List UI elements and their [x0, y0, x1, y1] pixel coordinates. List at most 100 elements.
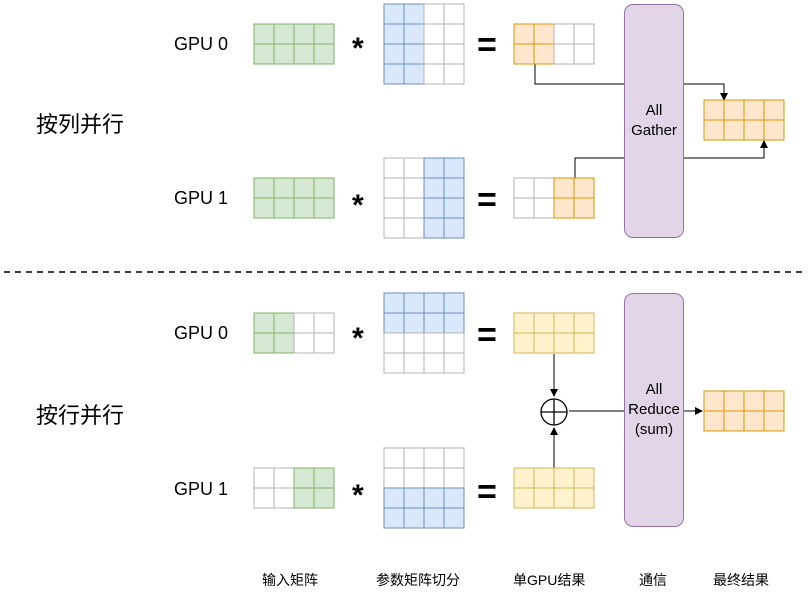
top-final-result-matrix-cell: [763, 99, 785, 121]
top-final-result-matrix-cell: [743, 119, 765, 141]
top-gpu0-result-matrix-cell: [513, 43, 535, 65]
top-gpu1-result-matrix-cell: [533, 177, 555, 199]
bottom-gpu0-input-matrix-cell: [293, 332, 315, 354]
footer-communication: 通信: [639, 572, 667, 588]
bottom-gpu0-label: GPU 0: [174, 323, 229, 343]
bottom-gpu1-param-matrix-cell: [403, 467, 425, 489]
bottom-gpu0-param-matrix-cell: [403, 292, 425, 314]
bottom-gpu0-param-matrix-cell: [383, 332, 405, 354]
bottom-final-result-matrix-cell: [723, 410, 745, 432]
bottom-final-result-matrix: [703, 390, 785, 432]
top-gpu0-input-matrix-cell: [293, 43, 315, 65]
top-gpu1-input-matrix-cell: [273, 177, 295, 199]
bottom-gpu0-input-matrix-cell: [253, 332, 275, 354]
bottom-gpu1-param-matrix-cell: [423, 487, 445, 509]
section-label-row-parallel: 按行并行: [36, 403, 125, 428]
bottom-gpu1-param-matrix-cell: [383, 487, 405, 509]
bottom-gpu1-param-matrix-cell: [403, 507, 425, 529]
bottom-gpu0-param-matrix-cell: [443, 312, 465, 334]
bottom-gpu1-multiply: *: [352, 479, 364, 512]
bottom-gpu0-param-matrix-cell: [423, 352, 445, 374]
top-gpu1-result-matrix-cell: [553, 177, 575, 199]
top-gpu0-param-matrix-cell: [403, 23, 425, 45]
top-gpu1-param-matrix-cell: [403, 177, 425, 199]
bottom-gpu1-param-matrix-cell: [423, 467, 445, 489]
bottom-gpu1-equals: =: [477, 473, 497, 511]
bottom-gpu1-result-matrix-cell: [573, 487, 595, 509]
top-gpu1-param-matrix-cell: [403, 217, 425, 239]
top-gpu0-param-matrix-cell: [423, 43, 445, 65]
top-gpu1-param-matrix-cell: [443, 197, 465, 219]
top-gpu0-param-matrix-cell: [423, 3, 445, 25]
bottom-gpu0-equals: =: [477, 316, 497, 354]
top-gpu1-input-matrix-cell: [253, 197, 275, 219]
bottom-gpu1-input-matrix-cell: [313, 467, 335, 489]
all-gather-line1: All: [645, 102, 663, 119]
top-gpu0-result-matrix-cell: [553, 43, 575, 65]
top-gpu0-result-matrix-cell: [533, 23, 555, 45]
bottom-gpu1-input-matrix-cell: [253, 487, 275, 509]
bottom-gpu0-result-matrix-cell: [573, 312, 595, 334]
bottom-gpu0-input-matrix-cell: [313, 332, 335, 354]
bottom-gpu0-param-matrix-cell: [383, 352, 405, 374]
bottom-final-result-matrix-cell: [763, 410, 785, 432]
top-gpu1-result-matrix-cell: [513, 177, 535, 199]
top-gpu1-param-matrix-cell: [423, 177, 445, 199]
top-gpu0-input-matrix-cell: [273, 43, 295, 65]
top-gpu0-param-matrix-cell: [443, 3, 465, 25]
bottom-gpu1-param-matrix-cell: [383, 447, 405, 469]
bottom-gpu1-result-matrix-cell: [533, 467, 555, 489]
bottom-gpu0-result-matrix-cell: [533, 332, 555, 354]
bottom-gpu0-result-matrix-cell: [573, 332, 595, 354]
bottom-gpu1-param-matrix-cell: [383, 467, 405, 489]
bottom-gpu1-param-matrix-cell: [443, 487, 465, 509]
section-label-column-parallel: 按列并行: [36, 112, 125, 137]
bottom-gpu0-param-matrix: [383, 292, 465, 374]
top-gpu1-param-matrix: [383, 157, 465, 239]
top-gpu0-multiply: *: [352, 32, 364, 65]
bottom-gpu1-param-matrix-cell: [423, 447, 445, 469]
bottom-gpu0-param-matrix-cell: [443, 292, 465, 314]
top-gpu1-input-matrix-cell: [273, 197, 295, 219]
top-gpu1-param-matrix-cell: [403, 197, 425, 219]
bottom-final-result-matrix-cell: [763, 390, 785, 412]
bottom-final-result-matrix-cell: [703, 390, 725, 412]
top-gpu0-param-matrix-cell: [403, 3, 425, 25]
top-gpu0-param-matrix-cell: [423, 63, 445, 85]
bottom-gpu0-result-matrix-cell: [513, 332, 535, 354]
top-gpu0-result-matrix-cell: [573, 23, 595, 45]
bottom-gpu0-param-matrix-cell: [383, 292, 405, 314]
top-gpu0-input-matrix-cell: [253, 23, 275, 45]
bottom-gpu1-result-matrix-cell: [573, 467, 595, 489]
bottom-gpu0-param-matrix-cell: [443, 352, 465, 374]
top-final-result-matrix-cell: [763, 119, 785, 141]
top-gpu0-label: GPU 0: [174, 34, 229, 54]
bottom-gpu0-param-matrix-cell: [423, 332, 445, 354]
bottom-gpu0-input-matrix: [253, 312, 335, 354]
top-gpu0-param-matrix-cell: [443, 23, 465, 45]
bottom-gpu0-result-matrix-cell: [553, 312, 575, 334]
top-gpu1-param-matrix-cell: [443, 177, 465, 199]
bottom-gpu1-label: GPU 1: [174, 479, 229, 499]
bottom-gpu1-param-matrix-cell: [443, 507, 465, 529]
top-gpu0-param-matrix-cell: [423, 23, 445, 45]
bottom-gpu0-input-matrix-cell: [293, 312, 315, 334]
top-gpu0-result-matrix-cell: [533, 43, 555, 65]
top-gpu0-param-matrix-cell: [383, 3, 405, 25]
top-gpu1-input-matrix-cell: [293, 177, 315, 199]
bottom-gpu0-param-matrix-cell: [423, 312, 445, 334]
bottom-gpu0-input-matrix-cell: [313, 312, 335, 334]
top-gpu1-input-matrix: [253, 177, 335, 219]
bottom-gpu1-result-matrix-cell: [513, 487, 535, 509]
top-gpu0-input-matrix-cell: [293, 23, 315, 45]
top-gpu0-input-matrix-cell: [253, 43, 275, 65]
top-final-result-matrix-cell: [723, 119, 745, 141]
footer-final-result: 最终结果: [713, 572, 769, 588]
top-gpu0-result-matrix: [513, 23, 595, 65]
bottom-gpu1-input-matrix-cell: [313, 487, 335, 509]
bottom-gpu0-multiply: *: [352, 322, 364, 355]
bottom-gpu0-result-matrix-cell: [553, 332, 575, 354]
bottom-gpu1-param-matrix-cell: [443, 447, 465, 469]
bottom-gpu1-result-matrix: [513, 467, 595, 509]
